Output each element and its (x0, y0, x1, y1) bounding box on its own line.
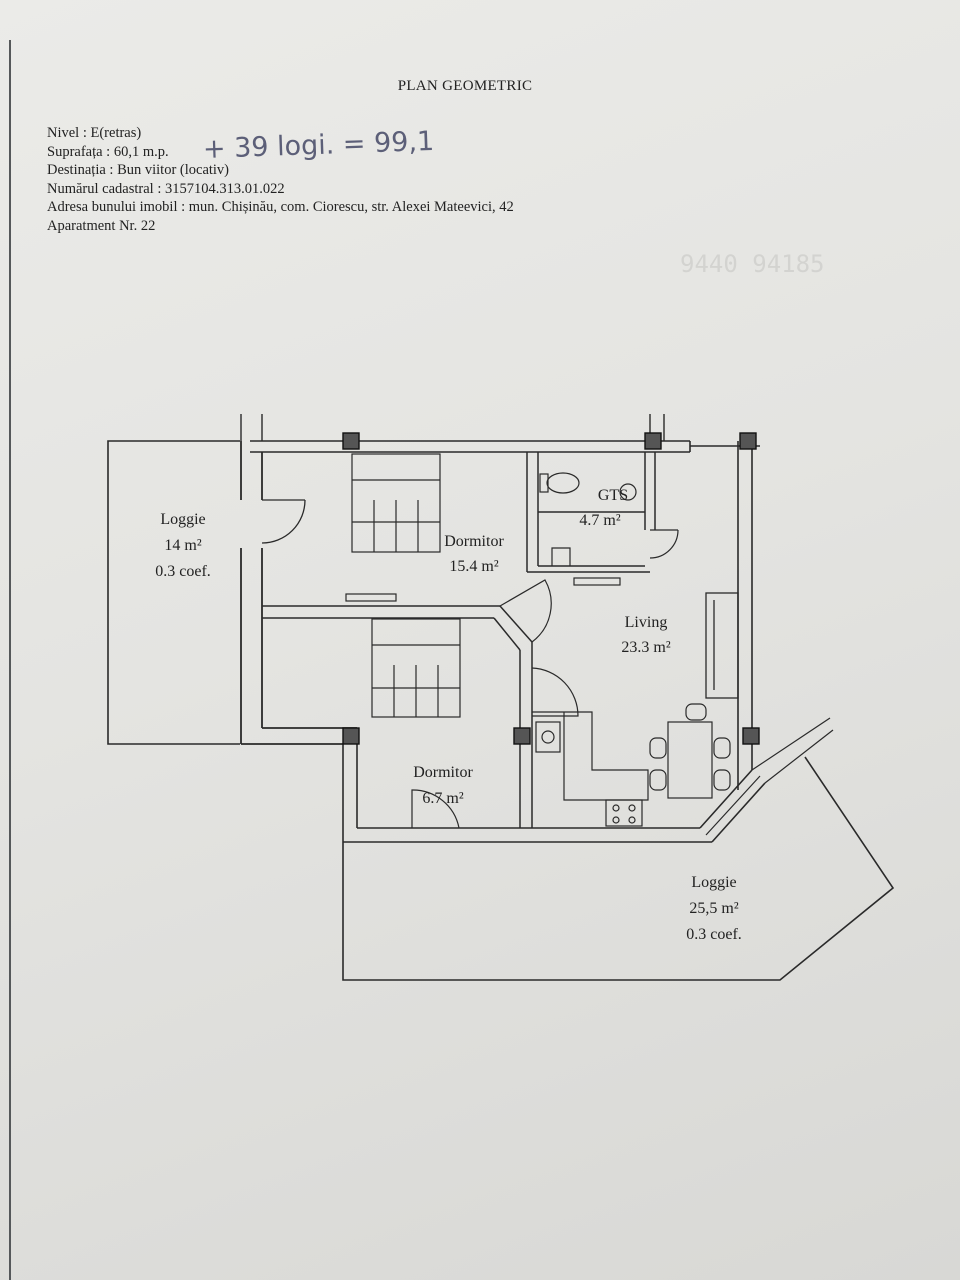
bottom-loggie-outline (342, 756, 895, 981)
room-label-area: 4.7 m² (579, 512, 620, 529)
bedroom-partition (262, 605, 533, 651)
structural-columns (342, 432, 760, 745)
info-apartment: Aparatment Nr. 22 (47, 217, 156, 234)
bed-small (371, 618, 461, 718)
room-label-name: Dormitor (444, 533, 504, 550)
left-loggie-outline (107, 440, 240, 745)
info-level: Nivel : E(retras) (47, 125, 142, 141)
room-label-area: 15.4 m² (449, 558, 498, 575)
room-label-coef: 0.3 coef. (155, 563, 211, 580)
room-label-area: 14 m² (164, 537, 201, 554)
bathroom-walls (526, 452, 656, 573)
property-info: Nivel : E(retras) Suprafața : 60,1 m.p. … (47, 124, 514, 236)
room-label-area: 6.7 m² (422, 790, 463, 807)
info-destination: Destinația : Bun viitor (locativ) (47, 162, 230, 179)
left-door (261, 499, 306, 544)
top-wall (250, 440, 691, 453)
room-label-area: 25,5 m² (689, 900, 738, 917)
room-label-name: GTS (598, 487, 628, 504)
room-label-name: Dormitor (413, 764, 473, 781)
kitchen (532, 711, 649, 827)
room-label-name: Loggie (691, 874, 736, 891)
bathroom-fixtures (539, 472, 637, 566)
room-label-coef: 0.3 coef. (686, 926, 742, 943)
document-title: PLAN GEOMETRIC (397, 78, 533, 94)
bed-large (351, 453, 441, 553)
info-address: Adresa bunului imobil : mun. Chișinău, c… (47, 199, 514, 216)
room-label-name: Loggie (160, 511, 205, 528)
bottom-wall (342, 728, 766, 843)
room-label-name: Living (625, 614, 668, 631)
info-cadastral-number: Numărul cadastral : 3157104.313.01.022 (47, 180, 285, 197)
info-area: Suprafața : 60,1 m.p. (47, 143, 169, 160)
faint-stamp: 9440 94185 (680, 250, 825, 278)
left-wall (240, 441, 357, 745)
room-label-area: 23.3 m² (621, 639, 670, 656)
dining-set (649, 703, 731, 799)
sofa (705, 592, 739, 699)
page-edge-line (9, 40, 11, 1280)
